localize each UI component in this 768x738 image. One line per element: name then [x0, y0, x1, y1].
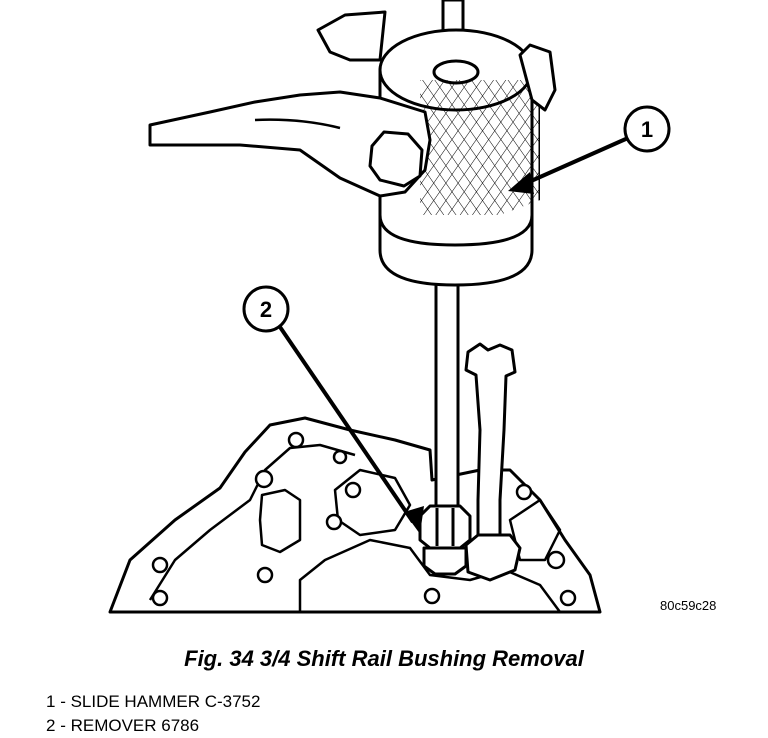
hand — [148, 10, 557, 198]
legend-item-text: SLIDE HAMMER C-3752 — [70, 692, 261, 711]
legend-item: 1 - SLIDE HAMMER C-3752 — [46, 690, 260, 714]
case-bolt-holes — [151, 431, 577, 607]
legend-item-separator: - — [55, 716, 71, 735]
legend-item-number: 2 — [46, 716, 56, 735]
callout-2: 2 — [242, 285, 424, 534]
remover-tool — [418, 504, 472, 576]
bushing-removal-illustration: 1 2 — [108, 0, 671, 614]
legend-item-separator: - — [55, 692, 71, 711]
legend-item-number: 1 — [46, 692, 56, 711]
shift-rail — [464, 342, 522, 582]
callout-2-number: 2 — [260, 297, 272, 322]
legend-item-text: REMOVER 6786 — [70, 716, 200, 735]
figure-code: 80c59c28 — [660, 598, 717, 613]
callout-1: 1 — [508, 105, 671, 194]
callout-1-number: 1 — [641, 117, 653, 142]
slide-hammer-weight — [378, 28, 540, 287]
transmission-case — [108, 416, 602, 614]
parts-legend: 1 - SLIDE HAMMER C-3752 2 - REMOVER 6786 — [46, 690, 260, 738]
figure-caption: Fig. 34 3/4 Shift Rail Bushing Removal — [184, 646, 584, 671]
legend-item: 2 - REMOVER 6786 — [46, 714, 260, 738]
